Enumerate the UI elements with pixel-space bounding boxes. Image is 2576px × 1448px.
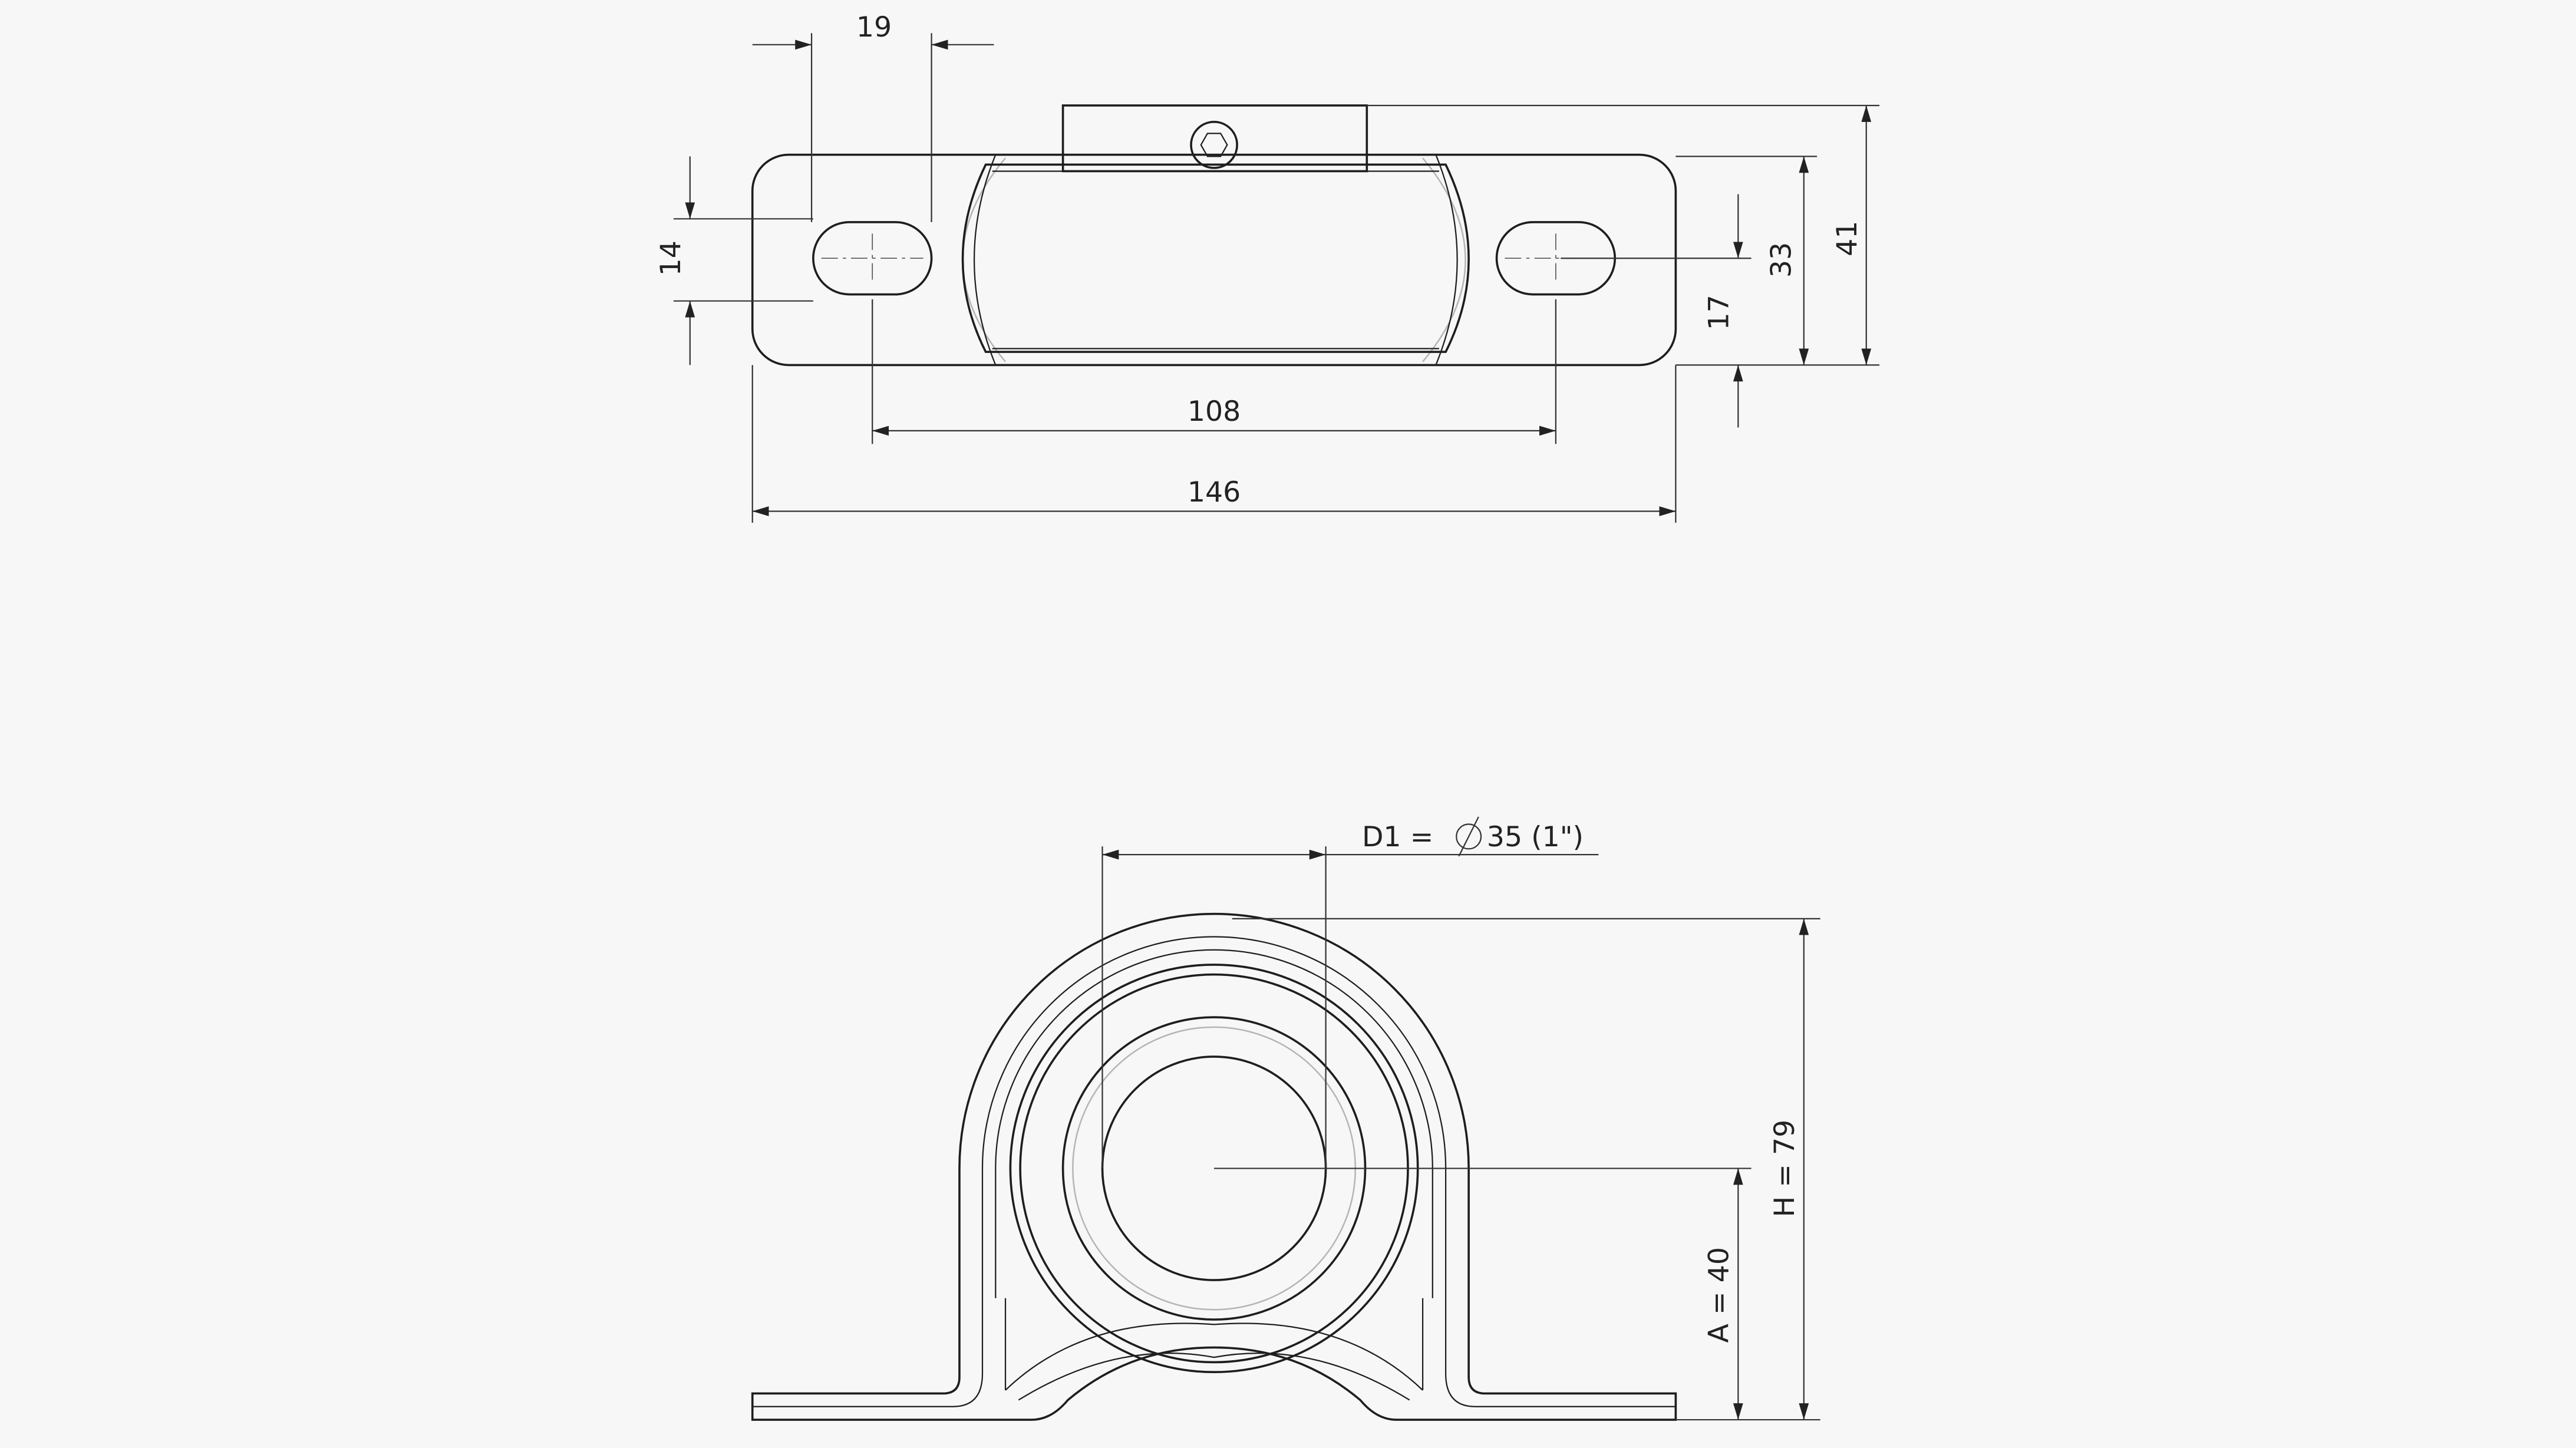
- dim-center-height: 17: [1703, 295, 1736, 330]
- centerlines: [821, 233, 1607, 283]
- dim-hole-spacing: 108: [1188, 395, 1241, 428]
- mounting-slot-left: [812, 221, 933, 296]
- diameter-symbol-icon: [1456, 816, 1482, 857]
- housing-band-outer: [751, 912, 1677, 1421]
- dim-base-length: 146: [1188, 476, 1241, 509]
- dim-overall-height: H = 79: [1769, 1120, 1801, 1218]
- housing-body-outline: [973, 154, 1458, 365]
- top-view: 19 14 108 146 17 33 41: [655, 11, 1880, 523]
- dim-housing-height: 33: [1766, 242, 1798, 278]
- saddle-curve: [1005, 1322, 1423, 1401]
- dim-slot-width: 14: [655, 240, 687, 276]
- housing-band-inner: [752, 936, 1676, 1407]
- locking-collar: [1061, 104, 1368, 173]
- dim-bore-label: D1 =: [1362, 821, 1433, 853]
- dim-center-height-a: A = 40: [1703, 1247, 1736, 1343]
- housing-band-inner-2: [995, 949, 1433, 1390]
- base-plate: [751, 153, 1677, 367]
- dim-slot-length: 19: [856, 11, 892, 44]
- front-view: D1 = 35 (1") H = 79 A = 40: [751, 816, 1820, 1421]
- dim-total-height: 41: [1831, 221, 1863, 256]
- hex-socket-icon: [1200, 133, 1228, 157]
- housing-ghost-arc-right: [1422, 157, 1466, 362]
- housing-body: [961, 163, 1470, 353]
- dim-bore-value: 35 (1"): [1487, 821, 1584, 853]
- set-screw: [1190, 121, 1238, 169]
